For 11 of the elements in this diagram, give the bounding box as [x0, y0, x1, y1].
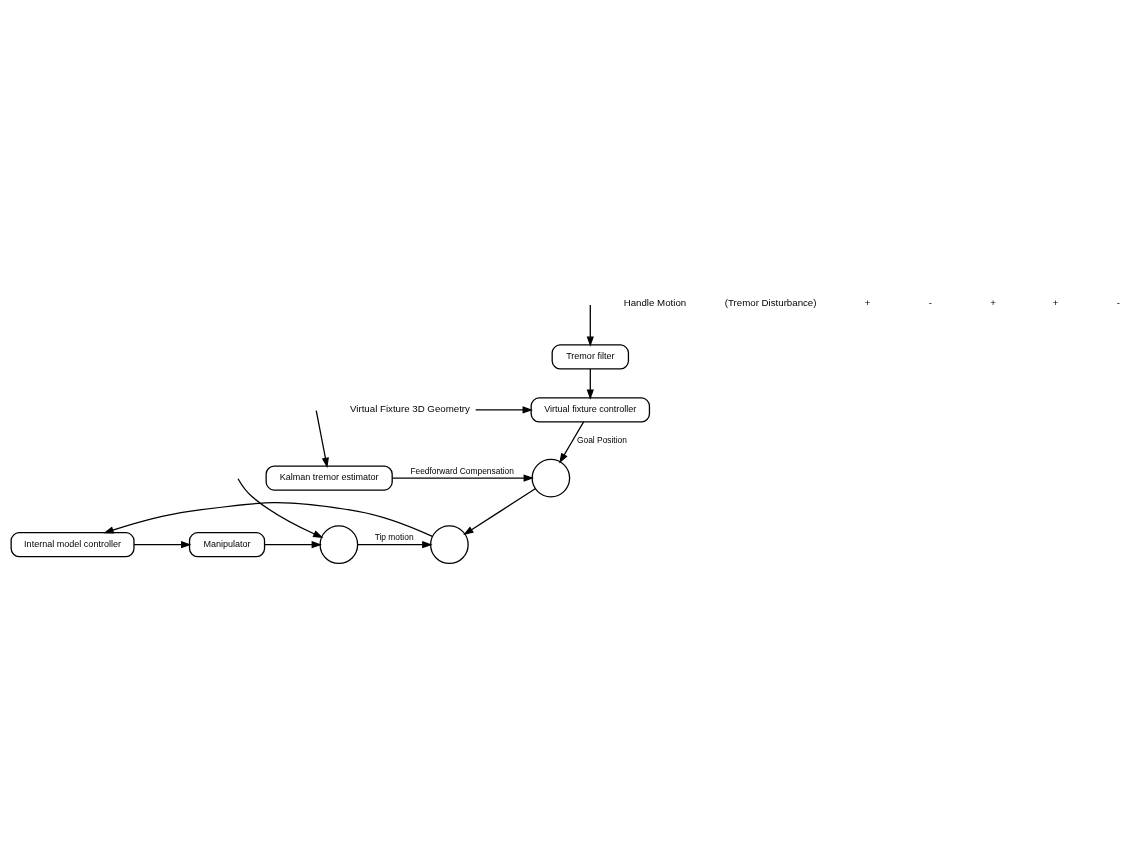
label: - — [1116, 296, 1121, 308]
edge-label: Goal Position — [576, 434, 627, 445]
node-text: Virtual Fixture 3D Geometry — [350, 402, 470, 414]
label: + — [1052, 296, 1059, 308]
label: Handle Motion — [623, 296, 687, 308]
label: - — [928, 296, 932, 308]
label: + — [864, 296, 871, 308]
label: (Tremor Disturbance) — [724, 296, 817, 308]
edge-label: Feedforward Compensation — [410, 465, 514, 476]
edge-label: Tip motion — [374, 531, 414, 542]
label: + — [990, 296, 996, 308]
